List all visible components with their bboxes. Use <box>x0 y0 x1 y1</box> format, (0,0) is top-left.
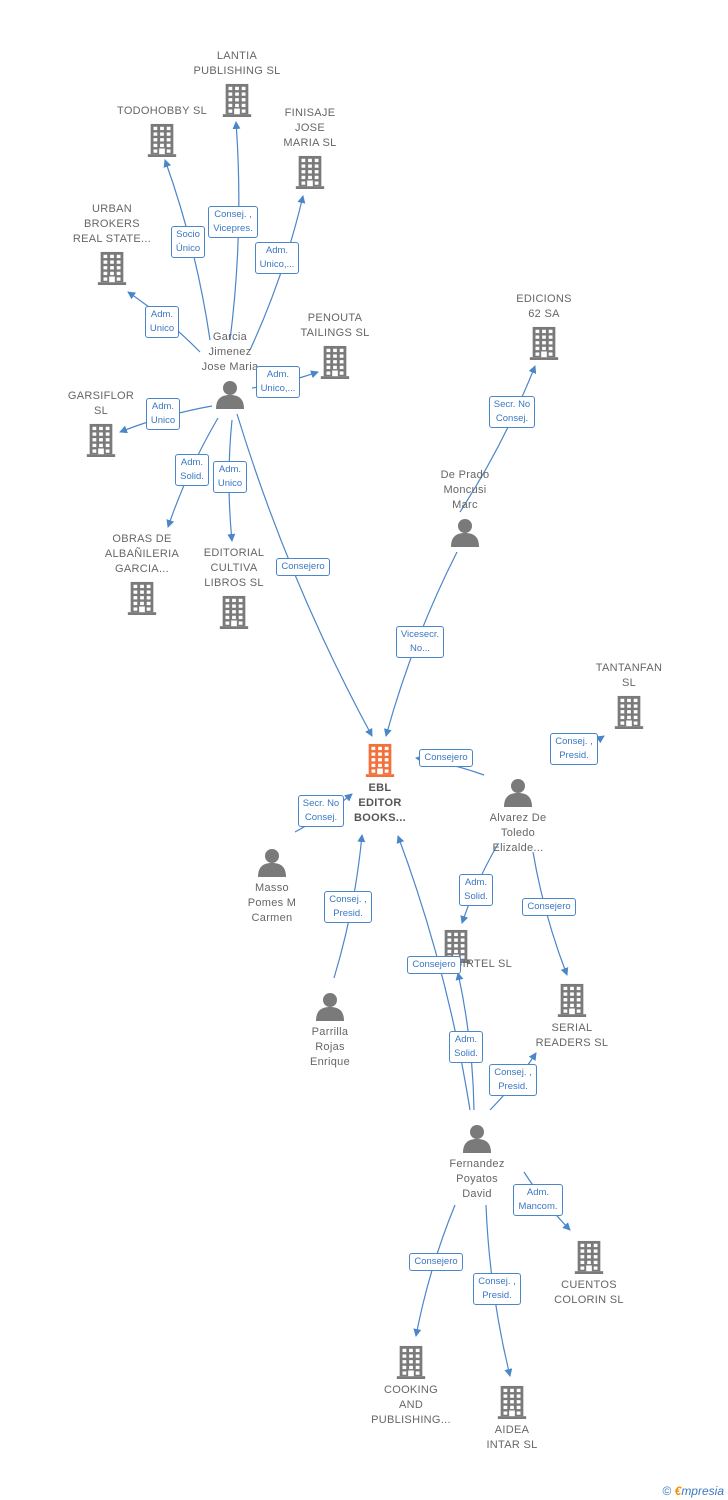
edge-label-garcia-to-ebl[interactable]: Consejero <box>276 558 330 576</box>
building-icon <box>219 595 249 629</box>
node-garsiflor[interactable]: GARSIFLOR SL <box>41 389 161 457</box>
edge-label-fernandez-to-aidea[interactable]: Consej. , Presid. <box>473 1273 521 1305</box>
node-label: EBL EDITOR BOOKS... <box>354 782 406 824</box>
person-icon <box>504 779 532 807</box>
edge-label-fernandez-to-serial[interactable]: Consej. , Presid. <box>489 1064 537 1096</box>
empresia-watermark: © €mpresia <box>662 1484 724 1498</box>
edge-label-fernandez-to-ebl[interactable]: Consejero <box>407 956 461 974</box>
node-label: COOKING AND PUBLISHING... <box>371 1384 451 1426</box>
node-deprado[interactable]: De Prado Moncusi Marc <box>405 468 525 547</box>
building-icon <box>574 1240 604 1274</box>
brand-e: € <box>674 1484 682 1498</box>
node-label: Parrilla Rojas Enrique <box>309 1026 350 1068</box>
edge-garcia-to-ebl <box>236 413 373 737</box>
edge-label-alvarez-to-ebl[interactable]: Consejero <box>419 749 473 767</box>
node-serial[interactable]: SERIAL READERS SL <box>512 983 632 1051</box>
person-icon <box>216 381 244 409</box>
node-label: Garcia Jimenez Jose Maria <box>201 331 259 373</box>
node-cooking[interactable]: COOKING AND PUBLISHING... <box>351 1345 471 1428</box>
node-label: EDICIONS 62 SA <box>516 293 572 320</box>
node-label: OBRAS DE ALBAÑILERIA GARCIA... <box>104 533 180 575</box>
node-masso[interactable]: Masso Pomes M Carmen <box>212 847 332 926</box>
building-icon <box>365 743 395 777</box>
node-label: LANTIA PUBLISHING SL <box>193 50 281 77</box>
node-lantia[interactable]: LANTIA PUBLISHING SL <box>177 49 297 117</box>
building-icon <box>147 123 177 157</box>
edge-label-fernandez-to-cooking[interactable]: Consejero <box>409 1253 463 1271</box>
edge-label-fernandez-to-cuentos[interactable]: Adm. Mancom. <box>513 1184 563 1216</box>
edge-label-alvarez-to-tantanfan[interactable]: Consej. , Presid. <box>550 733 598 765</box>
person-icon <box>258 849 286 877</box>
person-icon <box>451 519 479 547</box>
node-label: EDITORIAL CULTIVA LIBROS SL <box>203 547 265 589</box>
edge-label-deprado-to-edicions[interactable]: Secr. No Consej. <box>488 396 536 428</box>
edge-label-garcia-to-lantia[interactable]: Consej. , Vicepres. <box>208 206 258 238</box>
node-label: SERIAL READERS SL <box>535 1022 609 1049</box>
node-editorial[interactable]: EDITORIAL CULTIVA LIBROS SL <box>174 546 294 629</box>
edge-garcia-to-finisaje <box>249 195 306 351</box>
edge-label-alvarez-to-serial[interactable]: Consejero <box>522 898 576 916</box>
edge-label-garcia-to-obras[interactable]: Adm. Solid. <box>175 454 209 486</box>
edge-label-garcia-to-editorial[interactable]: Adm. Unico <box>212 461 248 493</box>
person-icon <box>316 993 344 1021</box>
building-icon <box>320 345 350 379</box>
edge-label-garcia-to-garsiflor[interactable]: Adm. Unico <box>145 398 181 430</box>
building-icon <box>529 326 559 360</box>
edge-label-parrilla-to-ebl[interactable]: Consej. , Presid. <box>324 891 372 923</box>
node-penouta[interactable]: PENOUTA TAILINGS SL <box>275 311 395 379</box>
building-icon <box>222 83 252 117</box>
node-label: Fernandez Poyatos David <box>449 1158 505 1200</box>
building-icon <box>396 1345 426 1379</box>
node-label: PENOUTA TAILINGS SL <box>300 312 370 339</box>
node-ebl[interactable]: EBL EDITOR BOOKS... <box>320 743 440 826</box>
edge-label-garcia-to-todohobby[interactable]: Socio Único <box>170 226 206 258</box>
building-icon <box>127 581 157 615</box>
node-finisaje[interactable]: FINISAJE JOSE MARIA SL <box>250 106 370 189</box>
edge-label-garcia-to-urban[interactable]: Adm. Unico <box>144 306 180 338</box>
edge-label-fernandez-to-digigirtel[interactable]: Adm. Solid. <box>449 1031 483 1063</box>
node-parrilla[interactable]: Parrilla Rojas Enrique <box>270 991 390 1070</box>
node-urban[interactable]: URBAN BROKERS REAL STATE... <box>52 202 172 285</box>
copyright-symbol: © <box>662 1484 672 1498</box>
edge-label-alvarez-to-digigirtel[interactable]: Adm. Solid. <box>459 874 493 906</box>
node-label: FINISAJE JOSE MARIA SL <box>283 107 337 149</box>
edge-label-garcia-to-finisaje[interactable]: Adm. Unico,... <box>254 242 300 274</box>
node-label: Masso Pomes M Carmen <box>247 882 297 924</box>
node-aidea[interactable]: AIDEA INTAR SL <box>452 1385 572 1453</box>
edge-label-masso-to-ebl[interactable]: Secr. No Consej. <box>297 795 345 827</box>
building-icon <box>295 155 325 189</box>
node-label: CUENTOS COLORIN SL <box>554 1279 624 1306</box>
building-icon <box>86 423 116 457</box>
node-obras[interactable]: OBRAS DE ALBAÑILERIA GARCIA... <box>82 532 202 615</box>
node-label: TODOHOBBY SL <box>117 105 207 117</box>
edge-label-deprado-to-ebl[interactable]: Vicesecr. No... <box>395 626 445 658</box>
node-cuentos[interactable]: CUENTOS COLORIN SL <box>529 1240 649 1308</box>
node-tantanfan[interactable]: TANTANFAN SL <box>569 661 689 729</box>
node-fernandez[interactable]: Fernandez Poyatos David <box>417 1123 537 1202</box>
building-icon <box>557 983 587 1017</box>
node-label: AIDEA INTAR SL <box>486 1424 538 1451</box>
building-icon <box>97 251 127 285</box>
edge-label-garcia-to-penouta[interactable]: Adm. Unico,... <box>255 366 301 398</box>
node-alvarez[interactable]: Alvarez De Toledo Elizalde... <box>458 777 578 856</box>
node-label: Alvarez De Toledo Elizalde... <box>489 812 547 854</box>
brand-rest: mpresia <box>681 1484 724 1498</box>
node-todohobby[interactable]: TODOHOBBY SL <box>102 104 222 157</box>
node-garcia[interactable]: Garcia Jimenez Jose Maria <box>170 330 290 409</box>
node-label: TANTANFAN SL <box>595 662 663 689</box>
node-label: GARSIFLOR SL <box>67 390 135 417</box>
node-edicions[interactable]: EDICIONS 62 SA <box>484 292 604 360</box>
building-icon <box>614 695 644 729</box>
building-icon <box>497 1385 527 1419</box>
person-icon <box>463 1125 491 1153</box>
node-label: De Prado Moncusi Marc <box>440 469 490 511</box>
edge-deprado-to-edicions <box>459 365 537 513</box>
node-label: URBAN BROKERS REAL STATE... <box>72 203 152 245</box>
